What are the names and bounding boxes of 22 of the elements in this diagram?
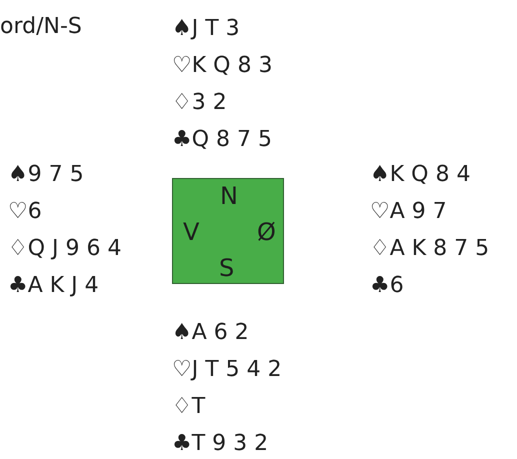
hand-suit-line: ♡K Q 8 3: [172, 53, 272, 79]
compass-direction: S: [219, 255, 234, 281]
compass-direction: Ø: [257, 219, 276, 245]
hand-suit-line: ♣6: [370, 273, 404, 299]
compass-table-box: [172, 178, 284, 284]
dealer-vulnerability-label: ord/N-S: [0, 14, 82, 40]
hand-suit-line: ♣A K J 4: [8, 273, 99, 299]
hand-suit-line: ♠9 7 5: [8, 162, 84, 188]
hand-suit-line: ♢Q J 9 6 4: [8, 236, 122, 262]
hand-suit-line: ♠A 6 2: [172, 320, 249, 346]
hand-suit-line: ♠K Q 8 4: [370, 162, 470, 188]
hand-suit-line: ♢T: [172, 394, 206, 420]
hand-suit-line: ♢3 2: [172, 90, 227, 116]
hand-suit-line: ♢A K 8 7 5: [370, 236, 490, 262]
hand-suit-line: ♠J T 3: [172, 16, 240, 42]
hand-suit-line: ♣T 9 3 2: [172, 431, 268, 457]
hand-suit-line: ♡A 9 7: [370, 199, 447, 225]
compass-direction: V: [183, 219, 200, 245]
hand-suit-line: ♣Q 8 7 5: [172, 127, 272, 153]
hand-suit-line: ♡6: [8, 199, 42, 225]
compass-direction: N: [220, 183, 238, 209]
hand-suit-line: ♡J T 5 4 2: [172, 357, 282, 383]
